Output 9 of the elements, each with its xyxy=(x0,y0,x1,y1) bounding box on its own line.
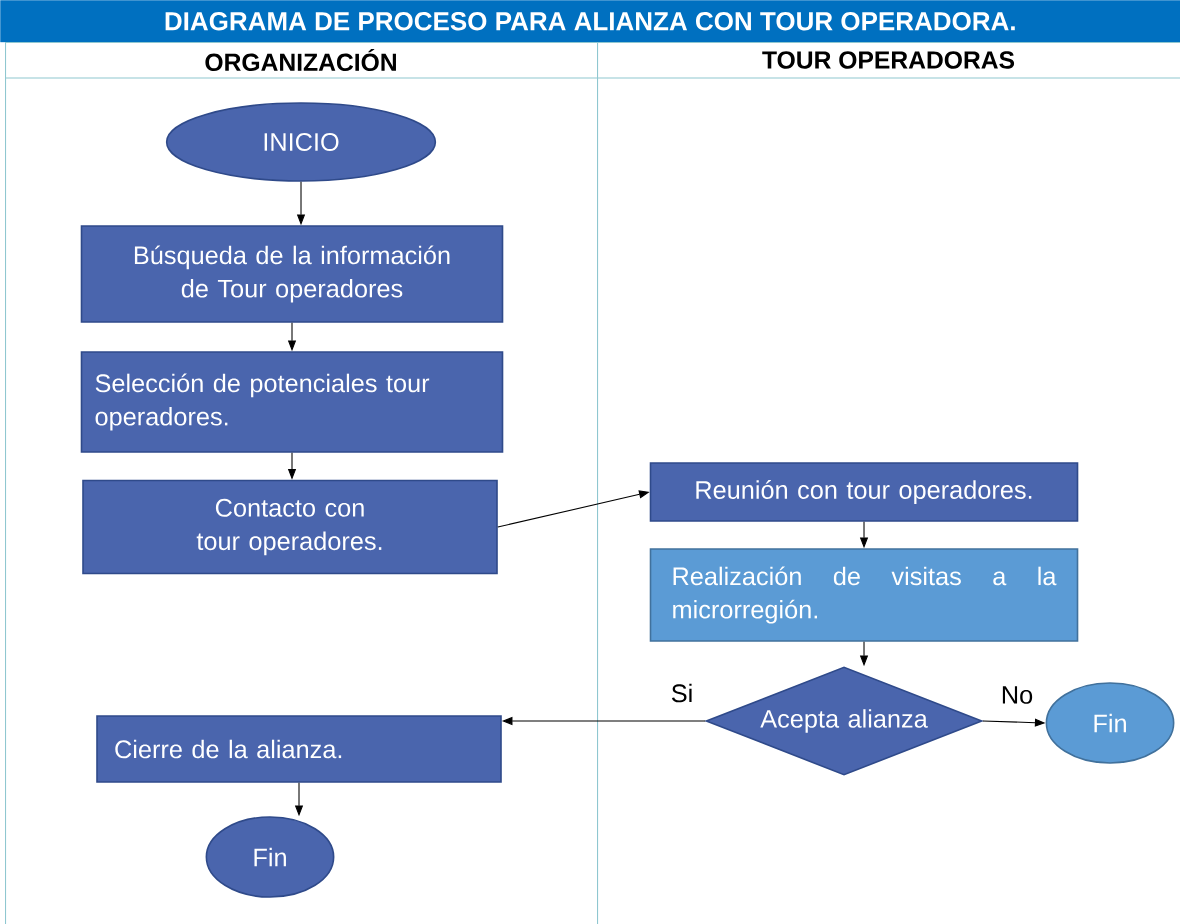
process-box: Realización de visitas a la microrregión. xyxy=(649,548,1079,642)
process-box: Contacto con tour operadores. xyxy=(82,479,498,575)
process-box: Selección de potenciales tour operadores. xyxy=(80,351,504,453)
process-box: Búsqueda de la información de Tour operadores xyxy=(80,225,504,323)
title-band: DIAGRAMA DE PROCESO PARA ALIANZA CON TOUR OPERADORA. xyxy=(0,0,1180,43)
process-box: Cierre de la alianza. xyxy=(96,715,502,783)
edge-label: No xyxy=(999,684,1035,706)
process-box: Reunión con tour operadores. xyxy=(649,462,1079,522)
edge-label: Si xyxy=(669,682,695,704)
